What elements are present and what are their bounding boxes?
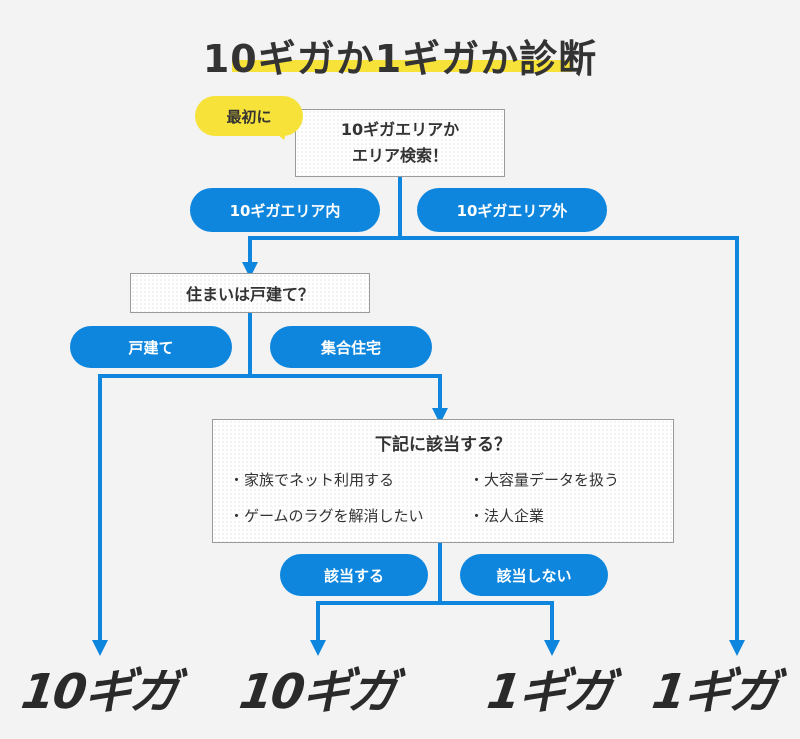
- result-1giga-not-applies: 1ギガ: [483, 664, 615, 720]
- condition-item: ・家族でネット利用する: [229, 471, 395, 489]
- condition-item: ・法人企業: [469, 507, 545, 525]
- answer-apartment: 集合住宅: [270, 326, 432, 368]
- result-1giga-out-area: 1ギガ: [648, 664, 780, 720]
- answer-out-area: 10ギガエリア外: [417, 188, 607, 232]
- page-title: 10ギガか1ギガか診断: [202, 37, 598, 81]
- result-10giga-detached: 10ギガ: [17, 664, 181, 720]
- condition-item: ・大容量データを扱う: [469, 471, 620, 489]
- answer-applies: 該当する: [280, 554, 428, 596]
- question-detached-house: 住まいは戸建て？: [130, 273, 370, 313]
- answer-not-applies: 該当しない: [460, 554, 608, 596]
- line-applies: [310, 601, 440, 656]
- line-detached: [92, 374, 250, 656]
- line-to-q2: [242, 236, 400, 278]
- line-apartment: [250, 374, 448, 424]
- start-bubble: 最初に: [195, 96, 303, 136]
- condition-item: ・ゲームのラグを解消したい: [229, 507, 424, 525]
- result-10giga-applies: 10ギガ: [235, 664, 399, 720]
- line-out-area: [400, 236, 745, 656]
- answer-detached: 戸建て: [70, 326, 232, 368]
- title-underline: [232, 60, 572, 72]
- question-conditions: 下記に該当する？ ・家族でネット利用する ・大容量データを扱う ・ゲームのラグを…: [212, 419, 674, 543]
- conditions-title: 下記に該当する？: [375, 435, 511, 455]
- line-not-applies: [440, 601, 560, 656]
- question-area-check: 10ギガエリアか エリア検索！: [295, 109, 505, 177]
- answer-in-area: 10ギガエリア内: [190, 188, 380, 232]
